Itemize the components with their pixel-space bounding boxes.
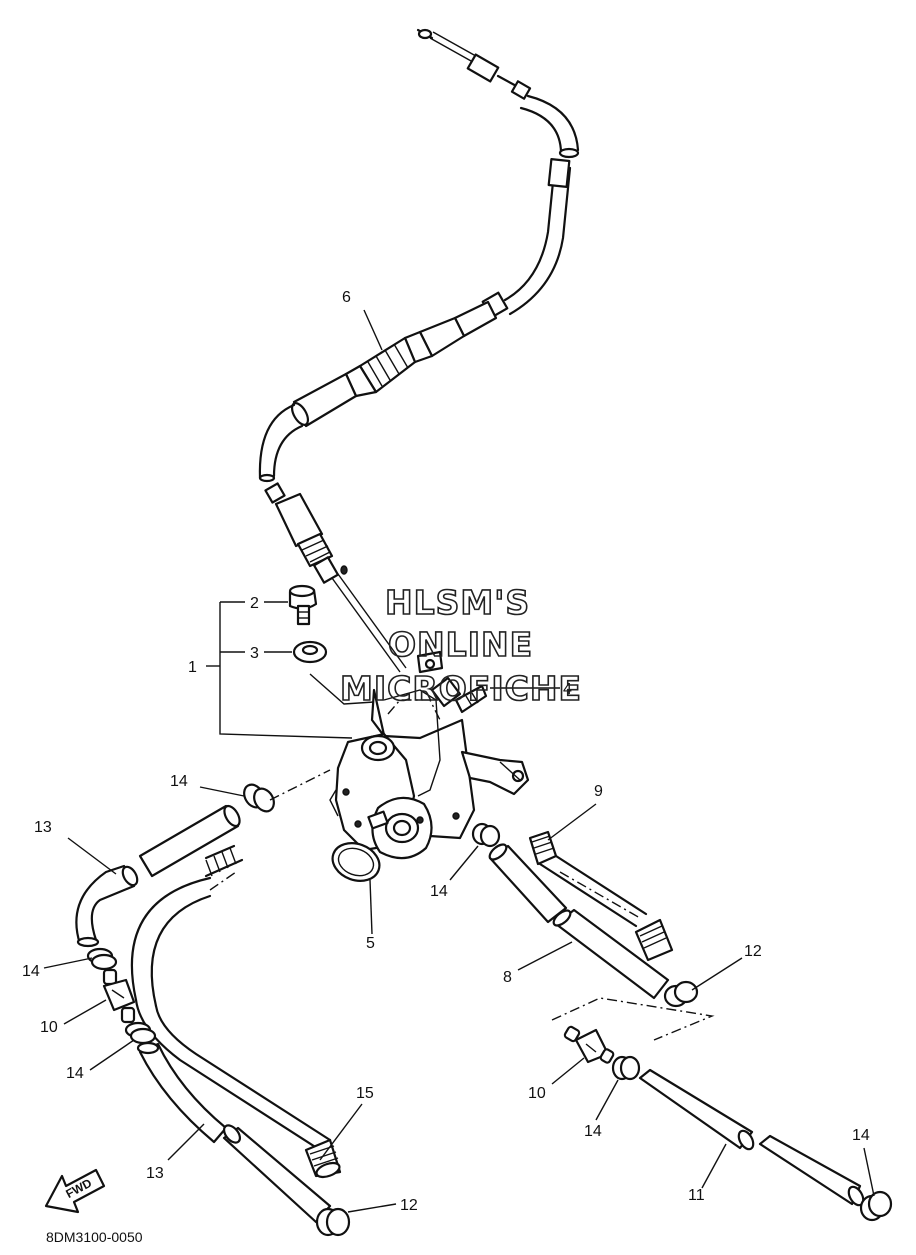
callout-11: 11 — [688, 1187, 705, 1204]
leader-lines — [43, 309, 875, 1213]
assembly-center-line — [269, 769, 331, 801]
callout-13-bottom: 13 — [146, 1165, 164, 1182]
callout-10-right: 10 — [528, 1085, 546, 1102]
part-2-bolt — [288, 584, 318, 626]
part-5-o-ring — [331, 842, 381, 882]
callout-2: 2 — [250, 595, 259, 612]
right-hoses — [471, 822, 893, 1222]
watermark: HLSM'S ONLINE MICROFICHE — [339, 582, 582, 709]
part-1-assembly — [329, 650, 530, 860]
callout-8: 8 — [503, 969, 512, 986]
part-3-washer — [292, 640, 328, 664]
part-4-bolt — [430, 676, 488, 714]
callout-12-right: 12 — [744, 943, 762, 960]
callout-4: 4 — [563, 681, 572, 698]
callout-10-left: 10 — [40, 1019, 58, 1036]
watermark-line-2: ONLINE — [388, 625, 533, 664]
callout-14-right: 14 — [584, 1123, 602, 1140]
callout-numbers: 1 2 3 4 5 6 8 9 10 10 11 12 12 13 13 14 … — [22, 289, 870, 1214]
callout-14-center: 14 — [430, 883, 448, 900]
watermark-line-3: MICROFICHE — [340, 669, 582, 708]
figure-code: 8DM3100-0050 — [46, 1229, 143, 1245]
callout-14-left-lower: 14 — [66, 1065, 84, 1082]
callout-3: 3 — [250, 645, 259, 662]
part-6-cable — [258, 28, 580, 673]
callout-13-top: 13 — [34, 819, 52, 836]
callout-12-bottom: 12 — [400, 1197, 418, 1214]
callout-14-far-right: 14 — [852, 1127, 870, 1144]
callout-5: 5 — [366, 935, 375, 952]
left-hoses — [75, 783, 351, 1237]
callout-9: 9 — [594, 783, 603, 800]
callout-14-top: 14 — [170, 773, 188, 790]
callout-15: 15 — [356, 1085, 374, 1102]
callout-14-left: 14 — [22, 963, 40, 980]
watermark-line-1: HLSM'S — [385, 583, 530, 622]
callout-6: 6 — [342, 289, 351, 306]
fwd-arrow: FWD — [44, 1168, 106, 1214]
callout-1: 1 — [188, 659, 197, 676]
